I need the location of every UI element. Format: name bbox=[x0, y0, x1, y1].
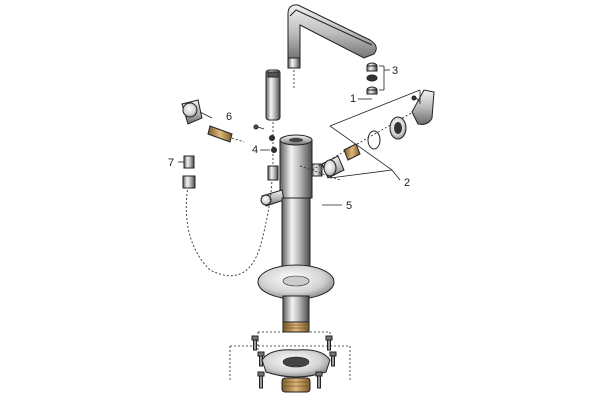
callout-5: 5 bbox=[346, 200, 352, 212]
mounting-kit bbox=[229, 331, 351, 393]
screw-right-bottom bbox=[315, 371, 323, 389]
callout-6: 6 bbox=[226, 111, 232, 123]
callout-3: 3 bbox=[392, 65, 398, 77]
small-screws bbox=[253, 124, 277, 153]
shower-hose bbox=[185, 165, 279, 277]
hose-nut bbox=[178, 155, 196, 189]
callout-1: 1 bbox=[350, 93, 356, 105]
callout-2: 2 bbox=[404, 177, 410, 189]
screw-left-top bbox=[251, 335, 259, 351]
cartridge-assembly bbox=[311, 89, 435, 181]
hose-elbow-connector bbox=[181, 99, 213, 125]
spout bbox=[287, 4, 377, 88]
hose-nipple bbox=[207, 125, 245, 143]
mixer-body bbox=[260, 134, 342, 207]
aerator-set bbox=[366, 62, 390, 95]
threaded-tube bbox=[282, 295, 310, 333]
screw-right-top bbox=[325, 335, 333, 351]
callout-labels: 1 2 3 4 5 6 7 bbox=[168, 65, 410, 212]
base-rosette bbox=[257, 264, 335, 300]
hand-shower bbox=[265, 69, 281, 165]
callout-7: 7 bbox=[168, 157, 174, 169]
callout-4: 4 bbox=[252, 144, 258, 156]
screw-left-bottom bbox=[257, 371, 265, 389]
screw-right-mid bbox=[329, 351, 337, 367]
